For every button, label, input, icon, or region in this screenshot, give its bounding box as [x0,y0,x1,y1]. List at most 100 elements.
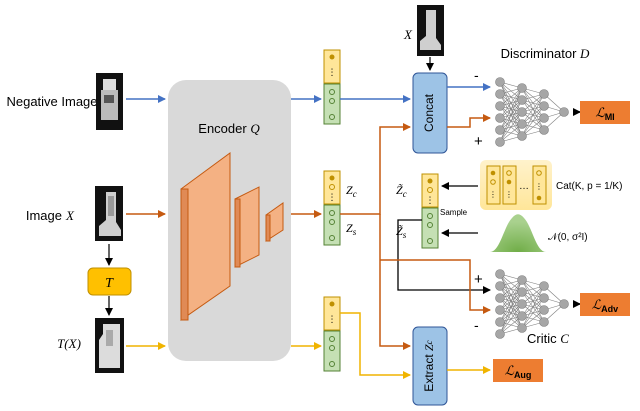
transform-t-box [87,267,132,296]
critic-edge [499,279,523,311]
image-x-thumb [95,186,123,241]
discriminator-node [495,101,505,111]
critic-label: Critic C [527,331,569,346]
svg-text:…: … [519,181,529,192]
image-x-var: X [65,208,75,223]
loss-aug-label: ℒAug [505,363,532,380]
zc-to-critic-arrow [380,259,491,314]
critic-node [495,293,505,303]
loss-mi-box [580,101,630,124]
latent-stack-tx: ⋮ [323,296,341,372]
sampled-to-critic-arrow [397,219,491,294]
discriminator-node [495,113,505,123]
image-x-label: Image [26,208,62,223]
critic-node [495,281,505,291]
critic-edge [499,279,523,323]
loss-aug-box [493,359,543,382]
negative-image-thumb [96,73,123,130]
x-top-thumb [417,5,444,56]
categorical-onehots: ⋮ ⋮ … ⋮ [486,165,547,205]
discriminator-label: Discriminator D [501,46,590,61]
critic-node [517,275,527,285]
critic-edge [521,285,545,329]
encoder-label: Encoder Q [198,121,260,136]
critic-node [517,299,527,309]
svg-text:⋮: ⋮ [328,192,337,202]
discriminator-node [539,101,549,111]
concat-block [412,72,448,154]
discriminator-edge [499,111,523,143]
gaussian-bell-icon [490,214,546,252]
negative-image-label: Negative Image [6,94,97,109]
img-to-extract-arrow [379,214,411,350]
tx-label: T(X) [57,336,81,351]
discriminator-node [517,95,527,105]
critic-node [559,299,569,309]
discriminator-node [539,113,549,123]
discriminator-node [495,125,505,135]
extract-label: Extract Zc [422,340,436,391]
disc-plus: + [474,133,483,150]
critic-node [539,317,549,327]
svg-text:⋮: ⋮ [505,190,513,199]
transform-t-label: T [105,276,114,291]
discriminator-node [495,89,505,99]
latent-stack-image: ⋮ [323,170,341,246]
loss-adv-box [580,293,630,316]
critic-node [539,293,549,303]
critic-edge [521,285,545,317]
latent-stack-negative: ⋮ [323,49,341,125]
zc-to-concat-arrow [340,123,411,215]
conv-layers [180,152,284,321]
tx-to-extract-arrow [340,312,411,379]
discriminator-node [517,119,527,129]
disc-minus: - [474,67,479,83]
extract-block [412,326,448,406]
zc-label: Zc [346,183,357,199]
loss-adv-label: ℒAdv [592,297,618,314]
normal-label: 𝒩(0, σ²I) [548,232,588,243]
zs-label: Zs [346,221,357,237]
sampled-stack: ⋮ [421,173,439,249]
critic-node [517,287,527,297]
discriminator-node [539,89,549,99]
critic-node [539,305,549,315]
x-top-label: X [403,27,413,42]
critic-node [495,329,505,339]
discriminator-edge [499,99,523,143]
sample-label: Sample [440,208,468,217]
tx-image-thumb [95,318,124,373]
discriminator-node [559,107,569,117]
critic-node [495,269,505,279]
critic-node [517,323,527,333]
discriminator-node [495,77,505,87]
discriminator-node [517,107,527,117]
discriminator-node [495,137,505,147]
discriminator-node [539,125,549,135]
svg-text:⋮: ⋮ [426,195,435,205]
discriminator-node [517,131,527,141]
discriminator-edge [499,87,523,119]
critic-node [495,305,505,315]
critic-node [517,311,527,321]
zs-tilde-label: Z̃s [396,224,407,240]
critic-node [539,281,549,291]
svg-text:⋮: ⋮ [489,190,497,199]
discriminator-edge [521,105,545,137]
critic-edge [521,297,545,329]
critic-minus: - [474,317,479,333]
categorical-label: Cat(K, p = 1/K) [556,181,622,192]
discriminator-edge [521,93,545,125]
discriminator-edge [499,87,523,131]
critic-network [495,269,569,339]
discriminator-edge [521,93,545,137]
critic-node [495,317,505,327]
discriminator-node [517,83,527,93]
critic-plus: + [474,271,483,288]
svg-text:⋮: ⋮ [535,182,543,191]
concat-label: Concat [422,93,436,132]
critic-edge [499,303,523,335]
loss-mi-label: ℒMI [595,105,614,122]
svg-text:⋮: ⋮ [328,67,337,77]
